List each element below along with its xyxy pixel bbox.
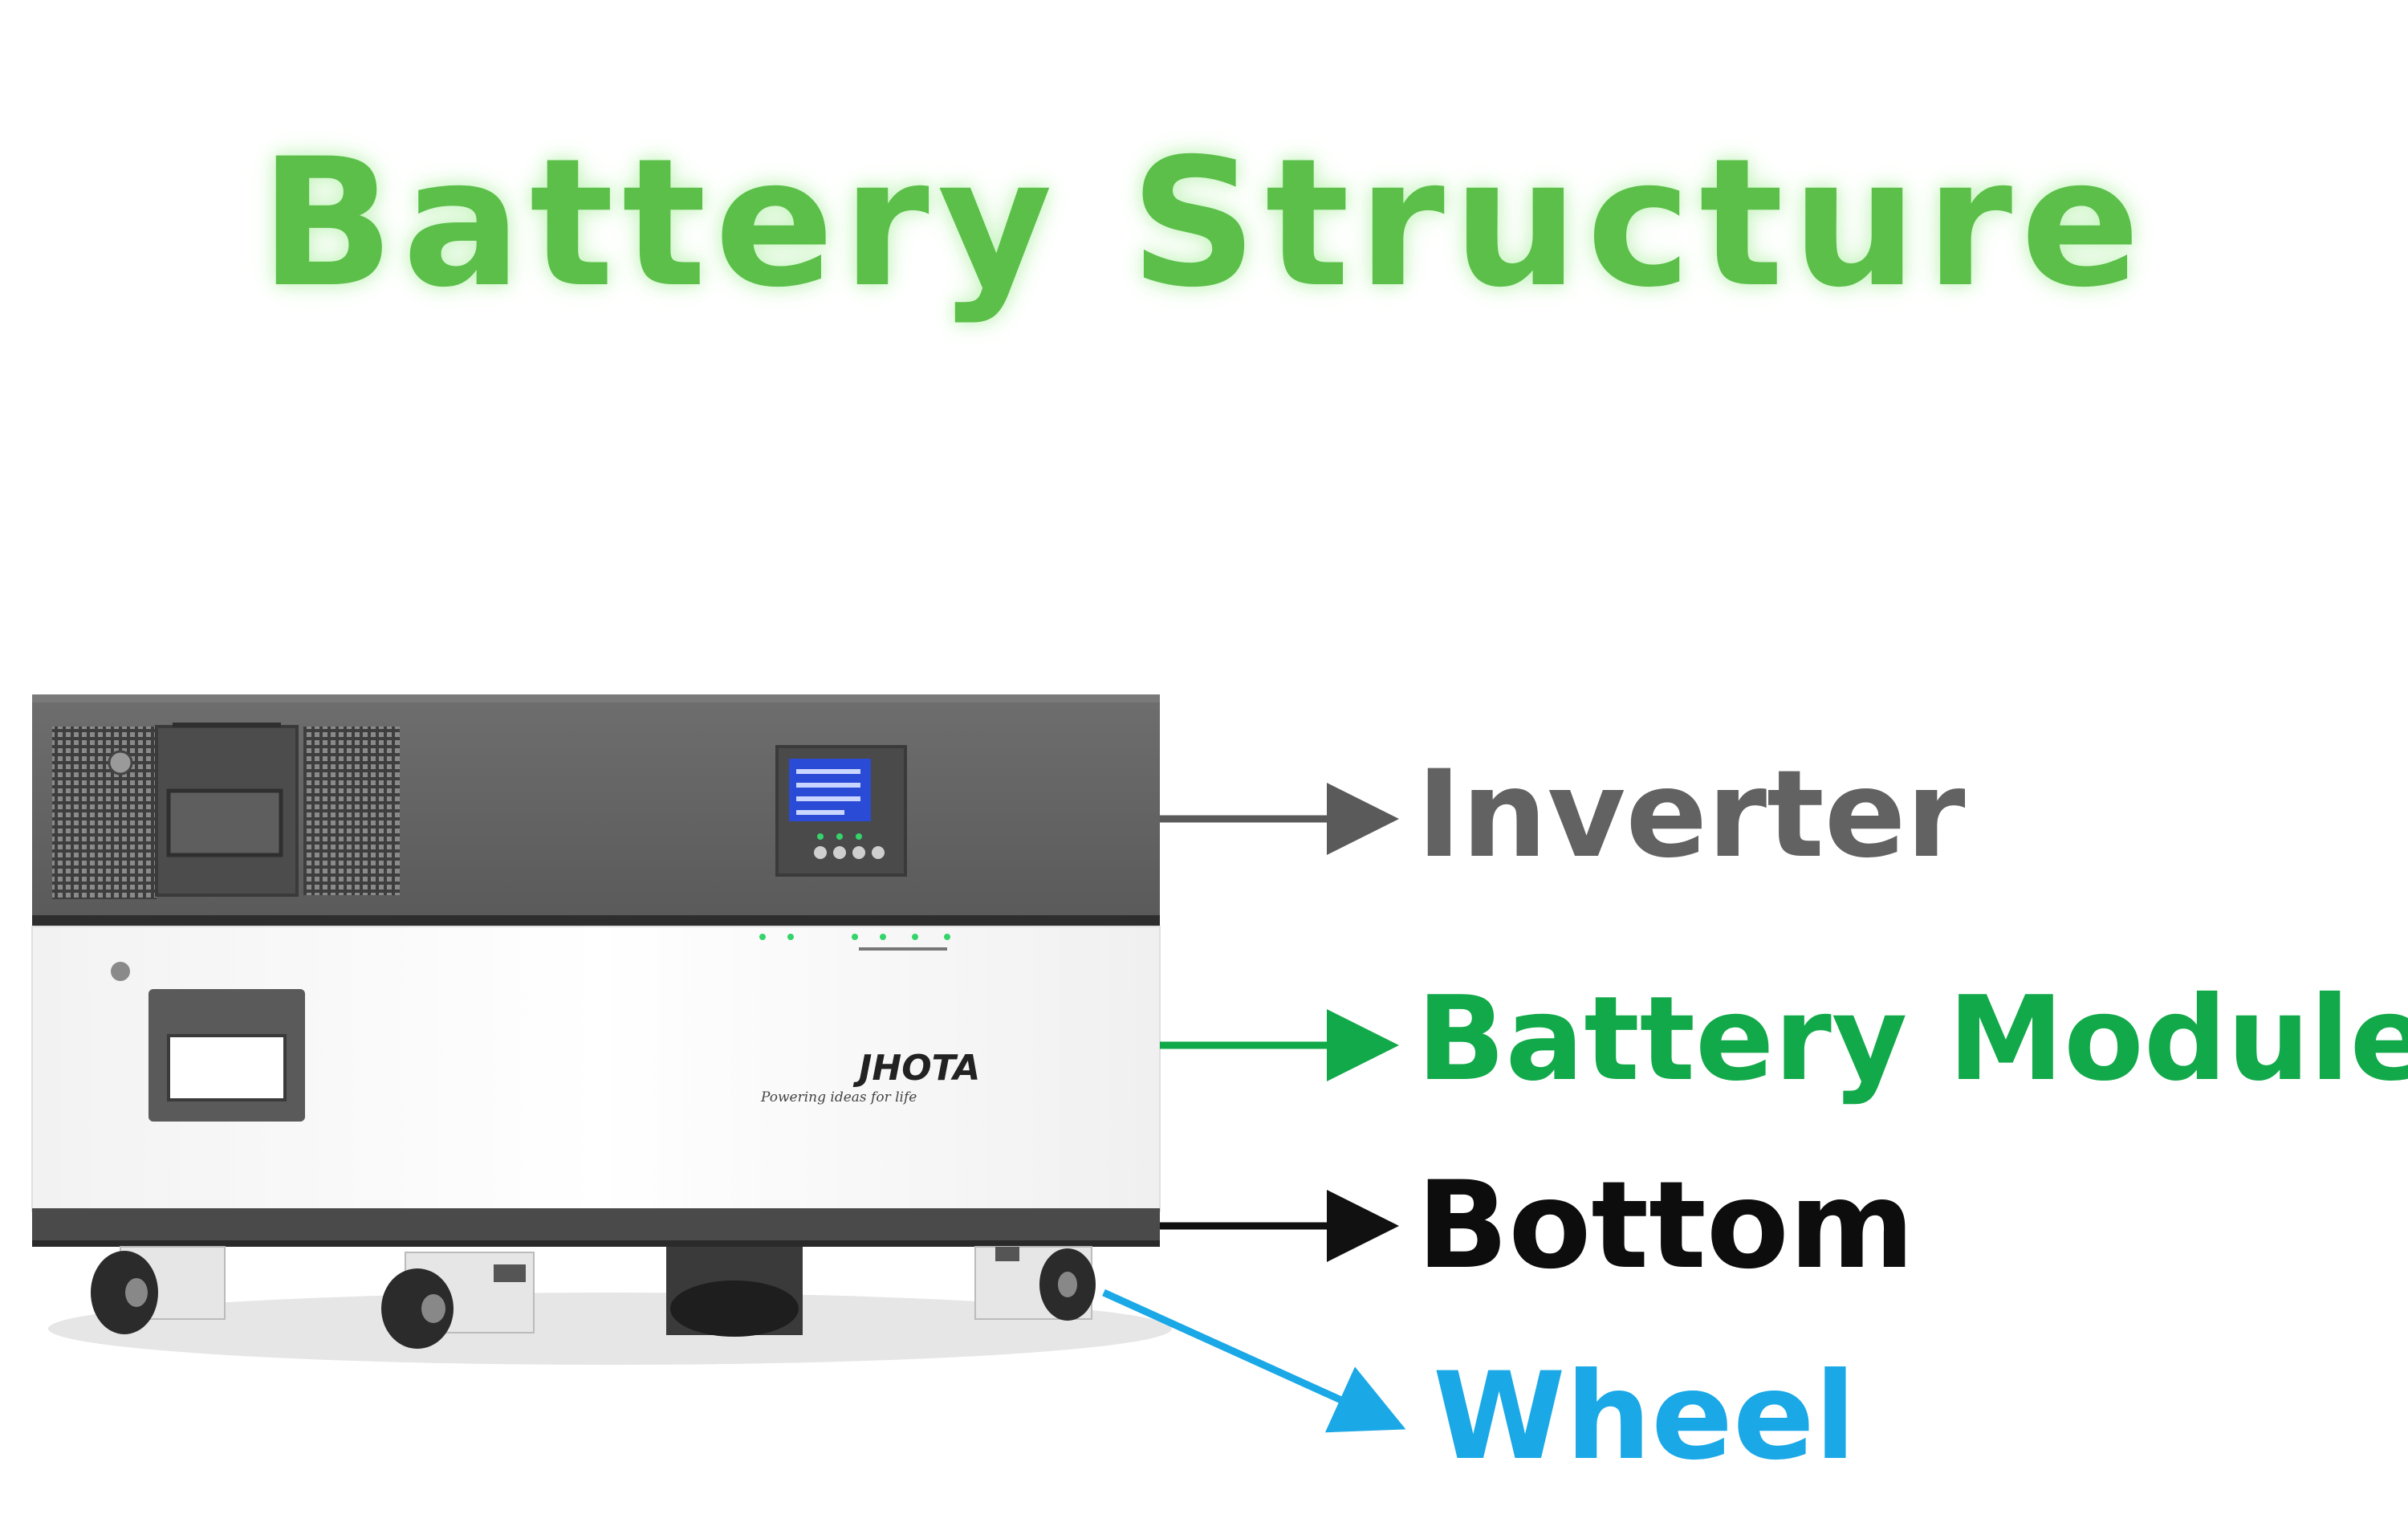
label-inverter: Inverter <box>1417 745 1966 885</box>
wheel-front-left <box>91 1246 226 1334</box>
wheel-rear <box>666 1247 803 1337</box>
floor-shadow <box>48 1293 1172 1365</box>
inverter-unit <box>32 694 1160 919</box>
wheel-arrow <box>1102 1289 1406 1433</box>
label-battery-module: Battery Module <box>1417 971 2408 1107</box>
section-divider <box>32 915 1160 926</box>
panel-button <box>852 846 865 859</box>
inverter-handle <box>166 788 283 857</box>
label-wheel: Wheel <box>1433 1347 1857 1487</box>
brand-tagline: Powering ideas for life <box>760 1089 917 1105</box>
air-valve-knob <box>108 750 133 776</box>
label-bottom: Bottom <box>1417 1156 1915 1296</box>
left-vent-grille <box>52 727 157 899</box>
right-vent-grille <box>303 727 400 895</box>
panel-button <box>872 846 885 859</box>
module-knob <box>111 962 130 981</box>
wheel-front-center <box>381 1252 535 1349</box>
brand-logo: JHOTA <box>852 1048 980 1089</box>
panel-button <box>814 846 827 859</box>
bottom-base <box>32 1208 1160 1244</box>
wheel-front-right <box>974 1246 1096 1321</box>
panel-button <box>833 846 846 859</box>
diagram-title: Battery Structure <box>259 120 2149 326</box>
battery-module-unit: JHOTA Powering ideas for life <box>31 926 1161 1212</box>
